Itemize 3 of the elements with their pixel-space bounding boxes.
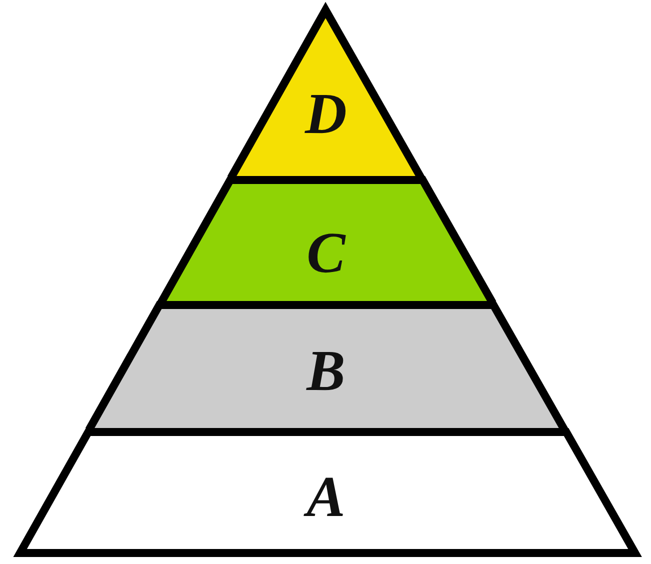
tier-label: B bbox=[306, 342, 346, 400]
tier-label: C bbox=[306, 224, 346, 282]
tier-label: D bbox=[305, 85, 347, 143]
